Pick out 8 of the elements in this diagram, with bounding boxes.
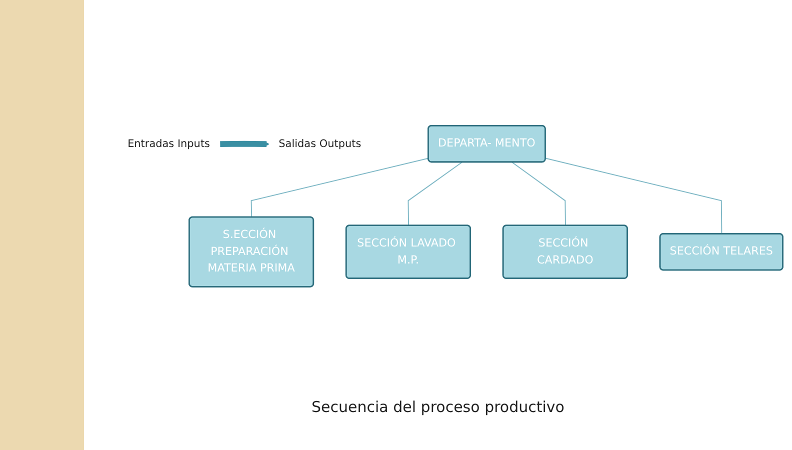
connector [545, 158, 722, 235]
connector [408, 162, 462, 226]
connector [512, 162, 566, 226]
arrow [220, 140, 270, 148]
caption-text: Secuencia del proceso productivo [312, 398, 564, 416]
node-text: Salidas Outputs [278, 137, 362, 150]
connector [250, 158, 429, 218]
node-text: Entradas Inputs [128, 137, 210, 150]
